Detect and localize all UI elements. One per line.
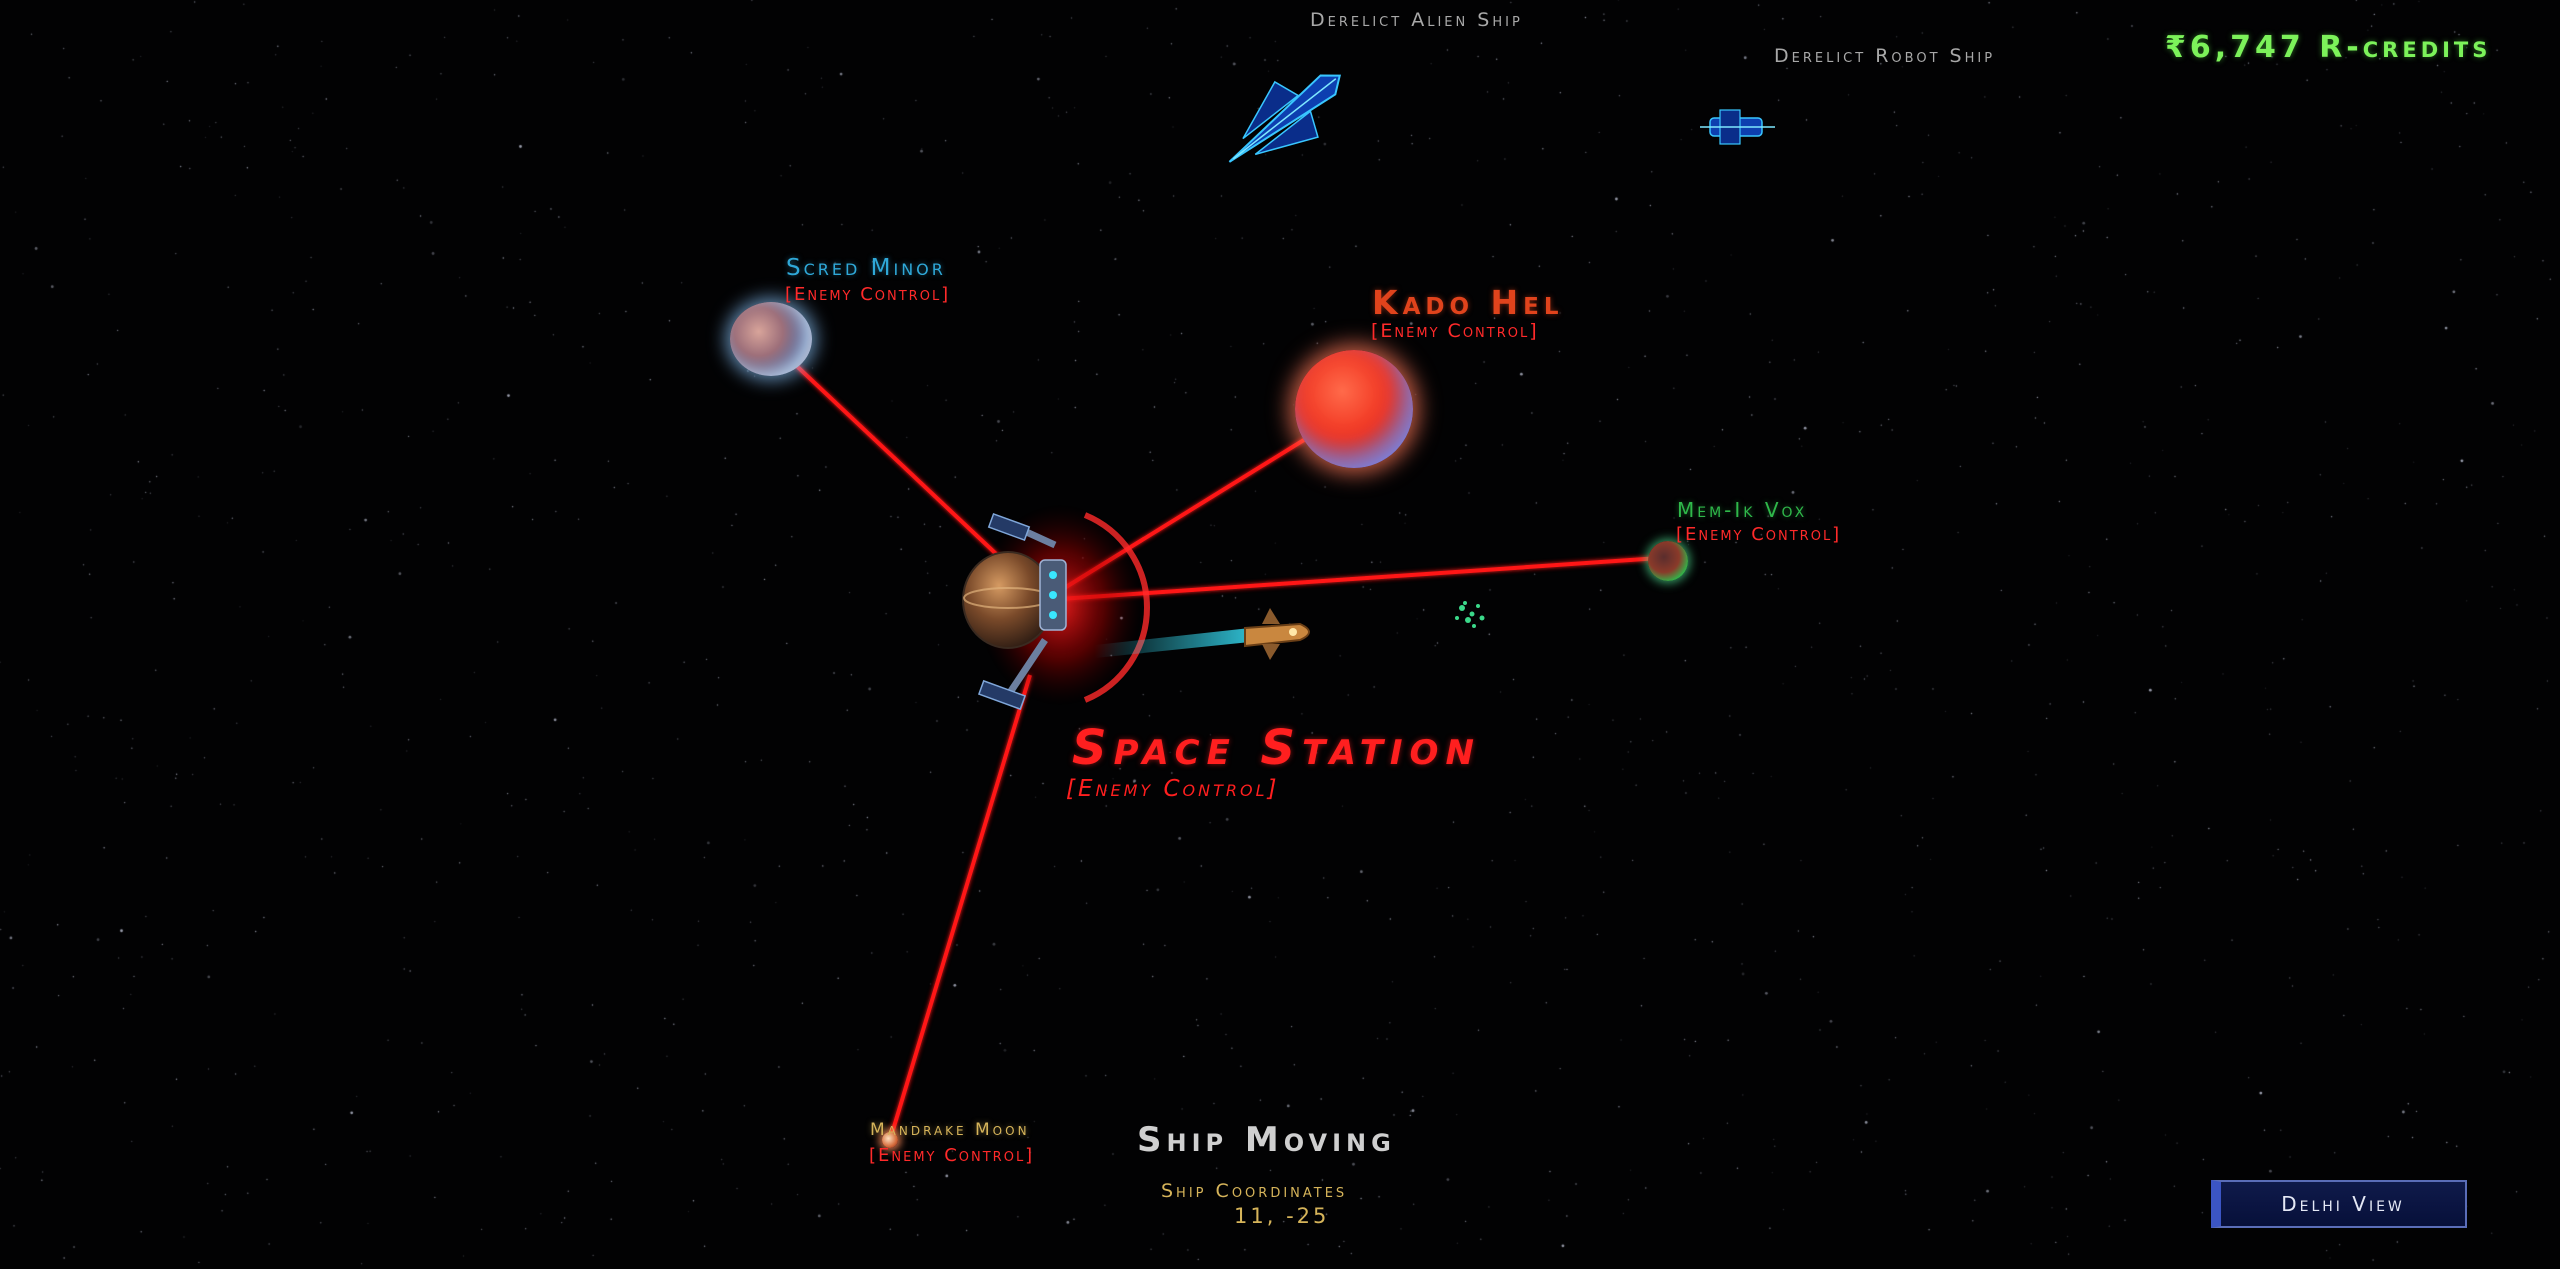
location-name-space-station[interactable]: Space Station (1072, 720, 1481, 776)
location-name-scred-minor[interactable]: Scred Minor (786, 255, 946, 281)
planet-scred-minor[interactable] (730, 302, 812, 376)
credits-counter: ₹6,747 R-credits (2165, 30, 2492, 65)
player-ship-icon[interactable] (1244, 608, 1310, 660)
planet-kado-hel[interactable] (1295, 350, 1413, 468)
location-name-mem-ik-vox[interactable]: Mem-Ik Vox (1677, 498, 1808, 522)
location-name-mandrake-moon[interactable]: Mandrake Moon (870, 1120, 1030, 1140)
delhi-view-button[interactable]: Delhi View (2211, 1180, 2467, 1228)
ship-coordinates-value: 11, -25 (1234, 1204, 1330, 1228)
space-station-icon[interactable] (962, 512, 1067, 711)
alien-ship-icon[interactable] (1208, 48, 1361, 189)
location-status-mandrake-moon: [Enemy Control] (869, 1145, 1035, 1166)
location-status-space-station: [Enemy Control] (1066, 776, 1280, 802)
derelict-robot-ship-label: Derelict Robot Ship (1774, 45, 1996, 67)
ship-coordinates-label: Ship Coordinates (1161, 1180, 1348, 1202)
location-status-scred-minor: [Enemy Control] (785, 284, 951, 305)
asteroid-cluster-icon (1455, 601, 1485, 628)
location-status-kado-hel: [Enemy Control] (1371, 320, 1539, 342)
link-line-mandrake-moon (888, 674, 1032, 1141)
derelict-alien-ship-label: Derelict Alien Ship (1310, 9, 1523, 31)
station-shield-arc (1083, 512, 1150, 703)
robot-ship-icon[interactable] (1700, 109, 1775, 145)
ship-status-text: Ship Moving (1137, 1120, 1396, 1160)
location-name-kado-hel[interactable]: Kado Hel (1372, 283, 1564, 322)
moon-mandrake[interactable] (882, 1132, 898, 1148)
location-status-mem-ik-vox: [Enemy Control] (1676, 524, 1842, 545)
planet-mem-ik-vox[interactable] (1648, 541, 1688, 581)
delhi-view-button-label: Delhi View (2281, 1192, 2405, 1216)
ship-engine-trail (1095, 628, 1250, 658)
